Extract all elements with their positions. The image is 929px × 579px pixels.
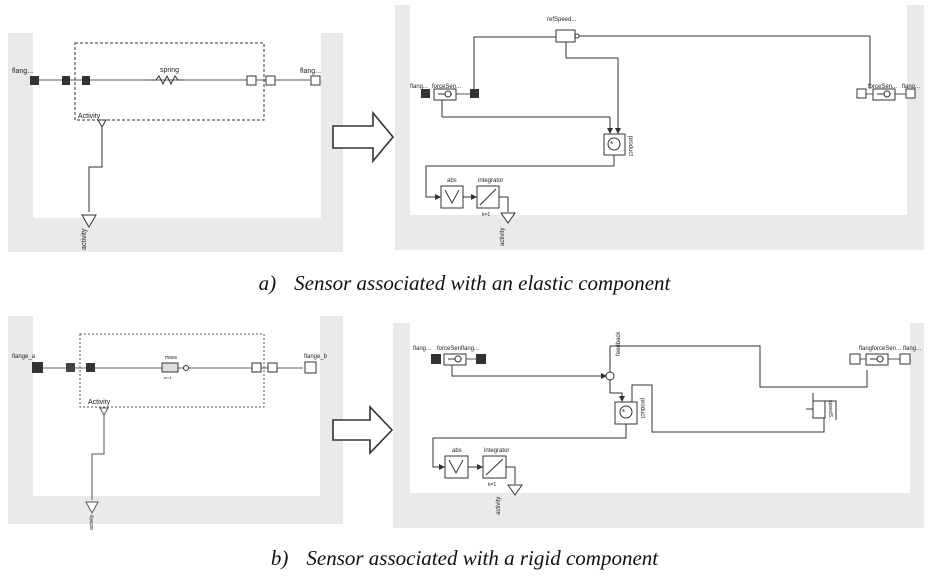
- b-activity-output-icon: [85, 501, 99, 515]
- inner-port-left-1: [62, 76, 70, 85]
- rb-speed-sensor-label: speedS...: [827, 400, 833, 421]
- caption-a-letter: a): [258, 271, 277, 295]
- ra-flange-left-label: flang...: [410, 84, 428, 90]
- flange-a-port: [32, 362, 43, 373]
- caption-b: b) Sensor associated with a rigid compone…: [0, 546, 929, 571]
- rb-flange-left-label: flang...: [413, 346, 431, 352]
- b-activity-output-label: activity: [89, 514, 95, 530]
- ra-k-label: k=1: [482, 212, 490, 218]
- mass-subsystem-box: [79, 333, 265, 408]
- rb-sensor-right-label: flangforceSen...: [859, 346, 901, 352]
- rb-activity-output-icon: [507, 484, 523, 496]
- activity-output-icon: [81, 214, 97, 228]
- ra-flange-right-port: [905, 88, 916, 99]
- multiply-icon: *: [610, 140, 613, 149]
- transform-arrow-b-icon: [332, 405, 394, 455]
- spring-label: spring: [160, 67, 179, 74]
- rb-abs-label: abs: [452, 448, 462, 454]
- ra-abs-label: abs: [447, 178, 457, 184]
- mass-sub-label: m=1: [164, 375, 173, 380]
- ra-sensor-right-label: forceSen...: [868, 84, 897, 90]
- activity-port-label: Activity: [78, 113, 101, 120]
- ra-sensor-left-label: forceSen...: [432, 84, 461, 90]
- rb-k-label: k=1: [488, 482, 496, 488]
- rb-flange-left-port: [431, 354, 441, 364]
- ra-product-label: product: [627, 136, 633, 156]
- caption-a: a) Sensor associated with an elastic comp…: [0, 271, 929, 296]
- rb-flange-right-port: [899, 353, 911, 365]
- rb-integrator-label: integrator: [484, 448, 509, 454]
- mass-inner-port-3: [251, 362, 262, 373]
- rb-activity-output-label: activity: [496, 497, 502, 515]
- flange-right-label: flang...: [300, 68, 321, 75]
- ra-flange-left-port: [421, 89, 430, 98]
- ra-integrator-label: integrator: [478, 178, 503, 184]
- mass-label: mass: [165, 355, 177, 361]
- rb-speed-sensor: [812, 400, 826, 419]
- rb-product-label: product: [639, 398, 645, 418]
- inner-port-left-2: [82, 76, 90, 85]
- flange-b-label: flange_b: [304, 354, 328, 360]
- inner-port-right-2: [265, 75, 276, 86]
- ra-activity-output-icon: [500, 212, 516, 224]
- rb-feedback-junction: [605, 371, 615, 381]
- rb-port-after-sensor: [476, 354, 486, 364]
- caption-b-letter: b): [270, 546, 289, 570]
- mass-inner-port-2: [86, 363, 95, 372]
- ra-ref-speed-label: refSpeed...: [547, 17, 577, 23]
- spring-subsystem-box: [74, 42, 265, 121]
- mass-inner-port-4: [267, 362, 278, 373]
- ra-abs-block: [440, 185, 464, 209]
- ra-flange-right-label: flang...: [902, 84, 920, 90]
- transform-arrow-icon: [332, 110, 395, 164]
- ra-activity-output-label: activity: [500, 228, 506, 246]
- activity-output-label: activity: [81, 228, 88, 250]
- activity-port-icon: [97, 119, 107, 129]
- rb-flange-right-label: flang...: [903, 346, 921, 352]
- flange-left-port: [30, 76, 39, 85]
- ra-port-before-sensor-right: [856, 88, 867, 99]
- spring-icon: [150, 74, 184, 86]
- flange-right-port: [310, 75, 321, 86]
- b-activity-port-icon: [99, 407, 109, 417]
- ra-ref-speed-sensor: [555, 29, 576, 43]
- rb-feedback-label: feedback: [616, 331, 622, 356]
- caption-b-text: Sensor associated with a rigid component: [306, 546, 659, 570]
- flange-b-port: [304, 361, 317, 374]
- panel-b-left: flange_a mass m=1 flange_b Activity acti…: [8, 316, 343, 530]
- rb-sensor-left-label: forceSenflang...: [437, 346, 479, 352]
- ra-port-after-sensor: [470, 89, 479, 98]
- mass-inner-port-1: [66, 363, 75, 372]
- flange-left-label: flang...: [12, 68, 33, 75]
- mass-icon: [161, 362, 179, 373]
- rb-multiply-icon: *: [622, 408, 625, 417]
- b-activity-port-label: Activity: [88, 399, 111, 406]
- rb-abs-block: [444, 455, 469, 479]
- panel-a-left: flang... spring flang... Activity activi…: [8, 33, 343, 252]
- rb-port-before-sensor-right: [849, 353, 861, 365]
- panel-b-right: flang... forceSenflang... feedback * pro…: [393, 323, 924, 528]
- caption-a-text: Sensor associated with an elastic compon…: [294, 271, 671, 295]
- inner-port-right-1: [246, 75, 257, 86]
- flange-a-label: flange_a: [12, 354, 36, 360]
- panel-a-right: flang... forceSen... refSpeed... * produ…: [395, 5, 924, 250]
